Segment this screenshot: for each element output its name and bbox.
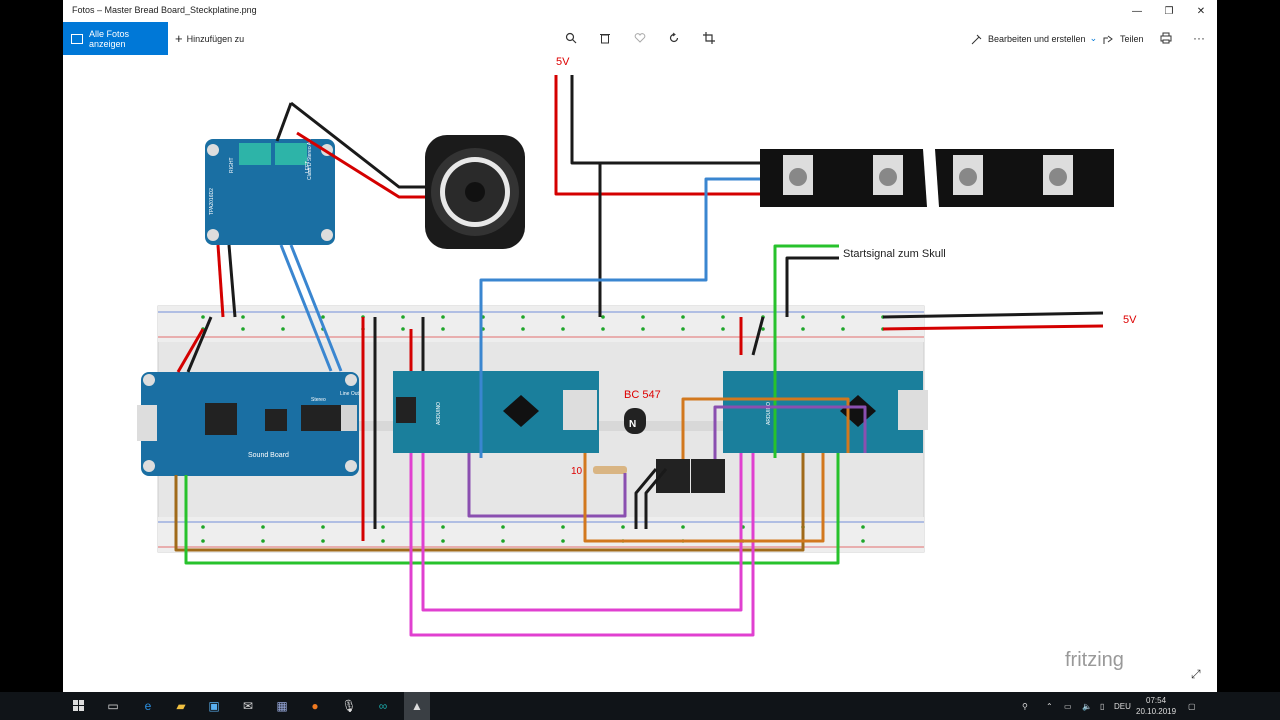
fritzing-watermark: fritzing — [1065, 649, 1124, 671]
amp-chip-label: TPA2016D2 — [209, 188, 215, 215]
firefox-icon[interactable]: ● — [311, 699, 319, 713]
rotate-icon[interactable] — [664, 28, 684, 48]
heart-icon[interactable] — [630, 28, 650, 48]
transistor-n-label: N — [629, 419, 636, 430]
crop-icon[interactable] — [699, 28, 719, 48]
notification-icon[interactable]: ▢ — [1188, 701, 1196, 711]
push-button-2 — [691, 459, 725, 493]
chevron-down-icon: ⌄ — [1089, 33, 1098, 43]
language-indicator[interactable]: DEU — [1114, 701, 1131, 711]
edit-create-button[interactable]: Bearbeiten und erstellen ⌄ — [971, 22, 1097, 55]
app-icon[interactable]: ▦ — [276, 699, 288, 713]
share-label: Teilen — [1120, 33, 1144, 44]
close-button[interactable]: ✕ — [1196, 5, 1206, 17]
sound-board: Sound Board Line Out Stereo — [137, 372, 360, 476]
amplifier-board: Class D Stereo Audio Amp RIGHT LEFT TPA2… — [205, 121, 335, 245]
zoom-in-icon[interactable] — [561, 28, 581, 48]
photos-taskbar-icon[interactable]: ▲ — [404, 692, 430, 720]
add-to-label: Hinzufügen zu — [186, 33, 245, 44]
network-icon[interactable]: ▭ — [1064, 701, 1072, 711]
amp-left-label: LEFT — [305, 161, 311, 173]
photo-icon — [71, 33, 83, 44]
clock[interactable]: 07:54 20.10.2019 — [1136, 695, 1176, 717]
transistor-label: BC 547 — [624, 389, 661, 401]
add-to-button[interactable]: + Hinzufügen zu — [175, 22, 244, 55]
clock-time: 07:54 — [1146, 696, 1167, 705]
stereo-label: Stereo — [311, 397, 326, 403]
microphone-icon[interactable]: 🎙 — [341, 699, 357, 713]
start-signal-label: Startsignal zum Skull — [843, 248, 946, 260]
resistor-label: 10 — [571, 466, 583, 477]
battery-icon[interactable]: ▯ — [1100, 701, 1105, 711]
volume-icon[interactable]: 🔈 — [1082, 701, 1092, 711]
file-explorer-icon[interactable]: ▰ — [176, 699, 186, 713]
task-view-icon[interactable]: ▭ — [107, 699, 119, 713]
resistor: 10 — [571, 466, 627, 477]
trash-icon[interactable] — [595, 28, 615, 48]
maximize-button[interactable]: ❐ — [1164, 5, 1174, 17]
speaker — [425, 135, 525, 249]
edit-icon — [971, 34, 982, 44]
arduino2-label: ARDUINO — [766, 402, 772, 425]
wires — [174, 75, 1104, 637]
led-strip — [760, 149, 1114, 207]
line-out-label: Line Out — [340, 391, 360, 397]
label-5v-right: 5V — [1123, 314, 1137, 326]
arduino-nano-2: ARDUINO — [723, 371, 928, 453]
arduino-nano-1: ARDUINO — [393, 371, 599, 453]
toolbar: Alle Fotos anzeigen + Hinzufügen zu Bear… — [63, 22, 1217, 55]
mail-icon[interactable]: ✉ — [242, 699, 254, 713]
people-icon[interactable]: ⚲ — [1022, 701, 1028, 711]
windows-icon — [73, 700, 84, 711]
clock-date: 20.10.2019 — [1136, 707, 1177, 716]
start-button[interactable] — [68, 696, 90, 716]
amp-label: Class D Stereo Audio Amp — [307, 121, 313, 180]
arduino-icon[interactable]: ∞ — [378, 699, 388, 713]
fullscreen-icon[interactable]: ⤢ — [1191, 667, 1201, 681]
taskbar: ▭ e ▰ ▣ ✉ ▦ ● 🎙 ∞ ▲ ⚲ ⌃ ▭ 🔈 ▯ DEU 07:54 … — [0, 692, 1280, 720]
share-button[interactable]: Teilen — [1103, 22, 1144, 55]
plus-icon: + — [175, 31, 183, 46]
label-5v-top: 5V — [556, 56, 570, 68]
sound-board-label: Sound Board — [248, 452, 289, 459]
all-photos-label: Alle Fotos anzeigen — [89, 28, 130, 49]
share-icon — [1103, 35, 1113, 44]
title-bar: Fotos – Master Bread Board_Steckplatine.… — [63, 0, 1217, 22]
circuit-diagram: Sound Board Line Out Stereo Class D Ster… — [137, 56, 1137, 671]
image-canvas: Sound Board Line Out Stereo Class D Ster… — [63, 55, 1217, 692]
store-icon[interactable]: ▣ — [208, 699, 220, 713]
photos-window: Fotos – Master Bread Board_Steckplatine.… — [63, 0, 1217, 692]
transistor: N BC 547 — [624, 389, 661, 434]
edge-icon[interactable]: e — [144, 699, 152, 713]
all-photos-button[interactable]: Alle Fotos anzeigen — [63, 22, 168, 55]
chevron-up-icon[interactable]: ⌃ — [1046, 701, 1053, 711]
arduino1-label: ARDUINO — [436, 402, 442, 425]
amp-right-label: RIGHT — [229, 157, 235, 173]
more-options-button[interactable]: ··· — [1193, 31, 1205, 45]
print-icon[interactable] — [1156, 28, 1176, 48]
edit-create-label: Bearbeiten und erstellen — [988, 33, 1086, 44]
window-title: Fotos – Master Bread Board_Steckplatine.… — [72, 5, 257, 15]
minimize-button[interactable]: — — [1132, 5, 1142, 17]
